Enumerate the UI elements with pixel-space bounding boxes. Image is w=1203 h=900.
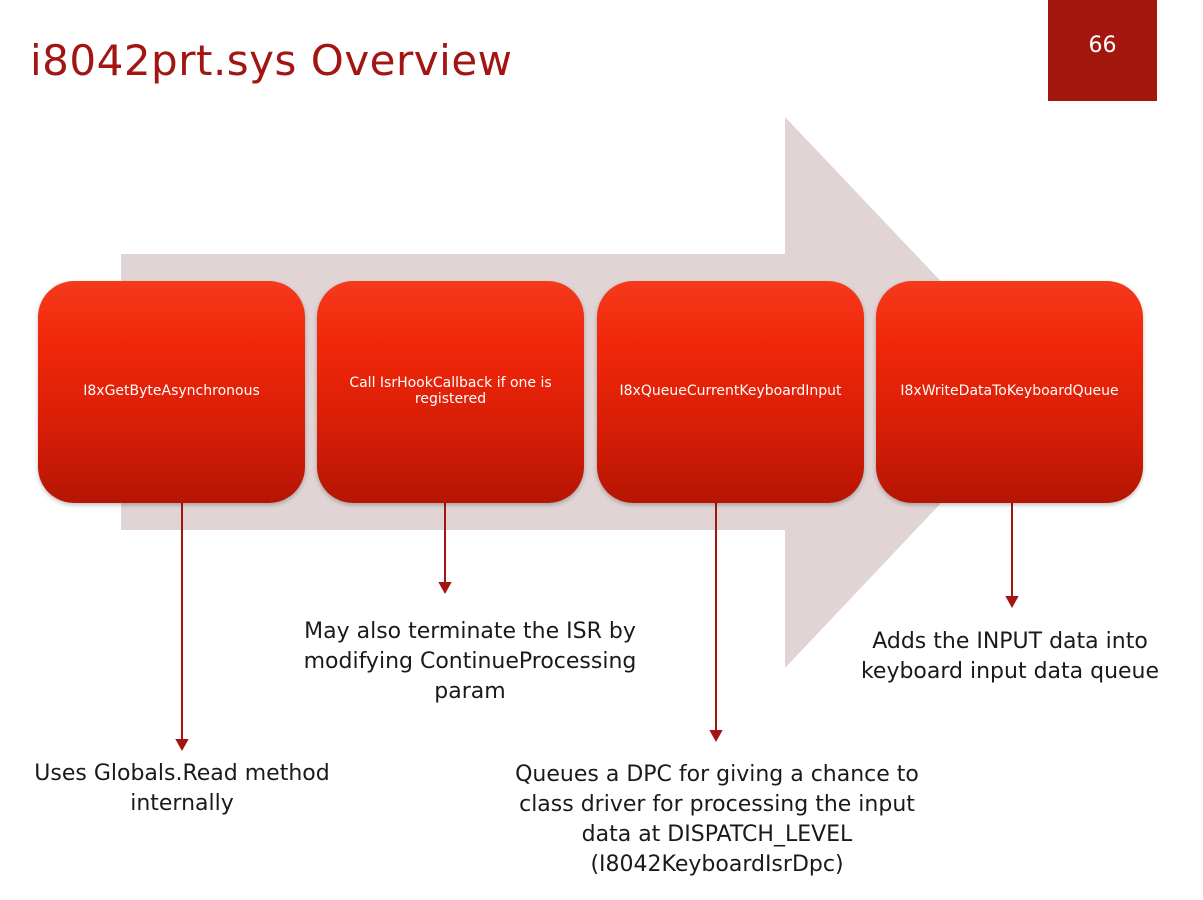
page-number: 66 <box>1088 33 1117 58</box>
connector-arrowhead-1 <box>175 739 189 752</box>
connector-arrowhead-2 <box>438 582 452 595</box>
step-label-2: Call IsrHookCallback if one is registere… <box>349 375 552 407</box>
step-box-3: I8xQueueCurrentKeyboardInput <box>597 281 864 503</box>
page-number-box: 66 <box>1048 0 1157 101</box>
step-label-1: I8xGetByteAsynchronous <box>83 383 260 399</box>
step-box-2: Call IsrHookCallback if one is registere… <box>317 281 584 503</box>
step-label-3: I8xQueueCurrentKeyboardInput <box>619 383 842 399</box>
note-2: May also terminate the ISR by modifying … <box>303 619 637 704</box>
step-label-4: I8xWriteDataToKeyboardQueue <box>900 383 1119 399</box>
connector-arrowhead-4 <box>1005 596 1019 609</box>
slide-title: i8042prt.sys Overview <box>30 36 513 85</box>
note-3: Queues a DPC for giving a chance to clas… <box>515 762 919 877</box>
connector-arrowhead-3 <box>709 730 723 743</box>
note-4: Adds the INPUT data into keyboard input … <box>860 629 1160 684</box>
step-box-4: I8xWriteDataToKeyboardQueue <box>876 281 1143 503</box>
step-box-1: I8xGetByteAsynchronous <box>38 281 305 503</box>
note-1: Uses Globals.Read method internally <box>34 761 330 816</box>
